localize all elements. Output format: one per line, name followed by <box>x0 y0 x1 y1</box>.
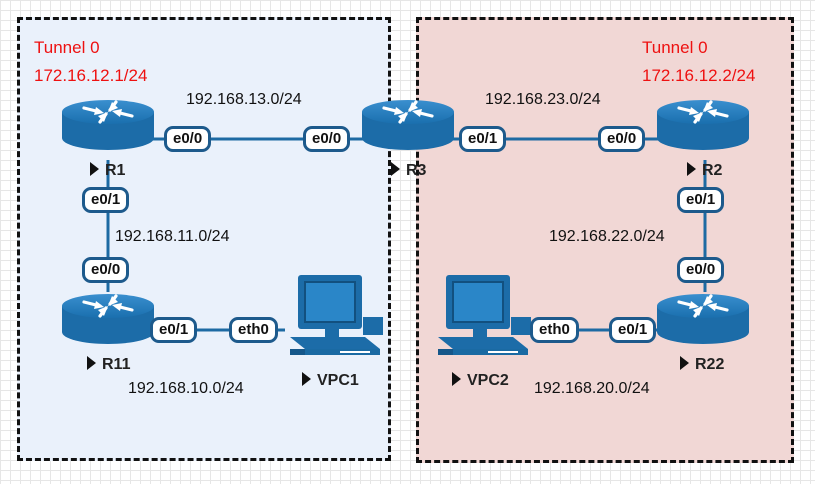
router-r11-icon[interactable] <box>60 292 156 346</box>
play-triangle-icon <box>452 372 461 386</box>
network-label-n22: 192.168.22.0/24 <box>549 228 665 245</box>
device-label-r3: R3 <box>391 162 426 179</box>
tunnel-left-ip: 172.16.12.1/24 <box>34 66 148 85</box>
port-r11-e00[interactable]: e0/0 <box>82 257 130 283</box>
router-r3-icon[interactable] <box>360 98 456 152</box>
zone-right <box>416 17 794 463</box>
tunnel-right-ip: 172.16.12.2/24 <box>642 66 756 85</box>
port-r11-e01[interactable]: e0/1 <box>150 317 198 343</box>
play-triangle-icon <box>687 162 696 176</box>
port-r22-e00[interactable]: e0/0 <box>677 257 725 283</box>
play-triangle-icon <box>90 162 99 176</box>
play-triangle-icon <box>391 162 400 176</box>
tunnel-left-name: Tunnel 0 <box>34 38 100 57</box>
tunnel-right-name: Tunnel 0 <box>642 38 708 57</box>
router-r2-icon[interactable] <box>655 98 751 152</box>
router-r22-icon[interactable] <box>655 292 751 346</box>
play-triangle-icon <box>680 356 689 370</box>
zone-left <box>17 17 391 461</box>
router-r1-icon[interactable] <box>60 98 156 152</box>
network-label-n10: 192.168.10.0/24 <box>128 380 244 397</box>
device-label-r2: R2 <box>687 162 722 179</box>
network-label-n11: 192.168.11.0/24 <box>115 228 230 245</box>
network-label-n13: 192.168.13.0/24 <box>186 91 302 108</box>
port-r1-e01[interactable]: e0/1 <box>82 187 130 213</box>
port-r2-e00[interactable]: e0/0 <box>598 126 646 152</box>
play-triangle-icon <box>87 356 96 370</box>
device-label-r22: R22 <box>680 356 724 373</box>
network-label-n20: 192.168.20.0/24 <box>534 380 650 397</box>
computer-vpc2-icon[interactable] <box>437 274 532 356</box>
device-label-r11: R11 <box>87 356 130 373</box>
port-r22-e01[interactable]: e0/1 <box>609 317 657 343</box>
port-r3-e00[interactable]: e0/0 <box>303 126 351 152</box>
port-r1-e00[interactable]: e0/0 <box>164 126 212 152</box>
device-label-vpc2: VPC2 <box>452 372 509 389</box>
device-label-r1: R1 <box>90 162 125 179</box>
computer-vpc1-icon[interactable] <box>289 274 384 356</box>
device-label-vpc1: VPC1 <box>302 372 359 389</box>
port-vpc1-eth0[interactable]: eth0 <box>229 317 278 343</box>
port-r3-e01[interactable]: e0/1 <box>459 126 507 152</box>
play-triangle-icon <box>302 372 311 386</box>
port-r2-e01[interactable]: e0/1 <box>677 187 725 213</box>
network-label-n23: 192.168.23.0/24 <box>485 91 601 108</box>
port-vpc2-eth0[interactable]: eth0 <box>530 317 579 343</box>
